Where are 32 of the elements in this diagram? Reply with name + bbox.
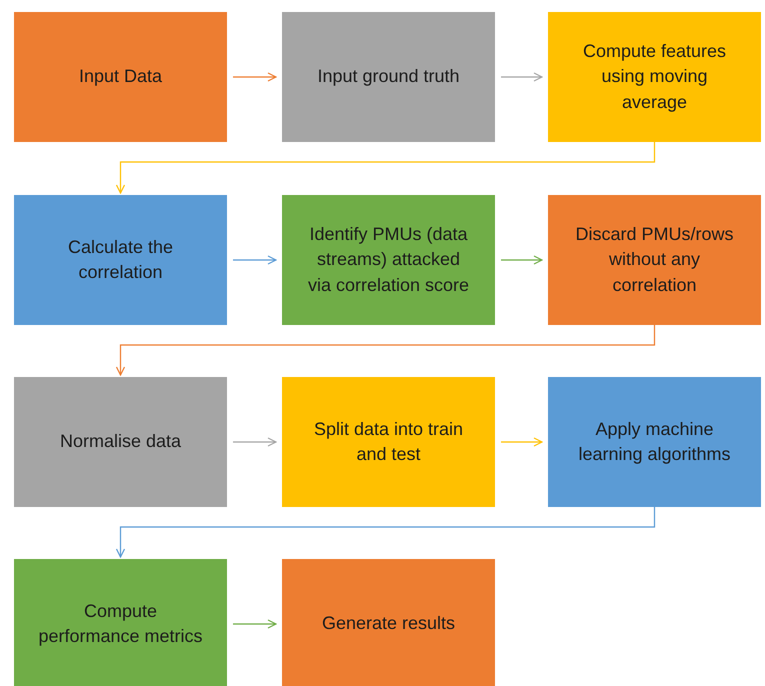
process-box: [548, 195, 761, 325]
box-label: Identify PMUs (data streams) attacked via correlation score: [306, 223, 470, 297]
process-box: [548, 12, 761, 142]
arrow: [501, 72, 543, 82]
box-label: Normalise data: [60, 430, 182, 454]
process-box: [14, 377, 227, 507]
box-label: Split data into train and test: [312, 418, 464, 466]
arrow: [116, 325, 656, 376]
arrow: [233, 619, 277, 629]
process-box: [282, 12, 495, 142]
process-box: [548, 377, 761, 507]
process-box: [14, 12, 227, 142]
box-label: Input Data: [78, 65, 162, 88]
box-label: Discard PMUs/rows without any correlation: [574, 223, 735, 297]
box-label: Compute performance metrics: [37, 600, 204, 648]
box-label: Generate results: [322, 612, 456, 636]
box-label: Compute features using moving average: [582, 40, 728, 114]
arrow: [233, 255, 277, 265]
process-box: [282, 195, 495, 325]
box-label: Calculate the correlation: [66, 236, 174, 284]
process-box: [14, 195, 227, 325]
arrow: [501, 255, 543, 265]
arrow: [116, 507, 656, 558]
box-label: Apply machine learning algorithms: [577, 418, 732, 466]
arrow: [233, 72, 277, 82]
process-box: [282, 559, 495, 686]
box-label: Input ground truth: [317, 65, 460, 88]
arrow: [501, 437, 543, 447]
arrow: [233, 437, 277, 447]
arrow: [116, 142, 656, 194]
process-box: [14, 559, 227, 686]
process-box: [282, 377, 495, 507]
